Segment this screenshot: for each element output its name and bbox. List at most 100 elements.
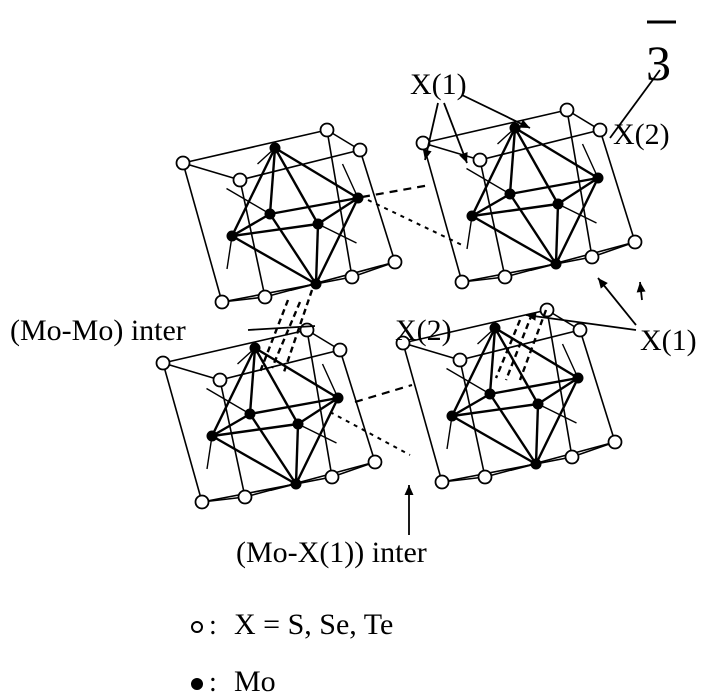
mo6-octahedron-edge	[508, 127, 517, 195]
mo-x-bond	[226, 187, 271, 215]
mo-atom	[332, 392, 344, 404]
x8-cube-edge	[331, 461, 376, 478]
mo-mo-inter-leader	[247, 325, 316, 331]
x-atom	[472, 152, 488, 168]
mo6-octahedron-edge	[494, 326, 579, 380]
x1-pointer-arrow	[461, 94, 531, 129]
mo6-octahedron-edge	[451, 392, 491, 418]
x1-pointer-arrow-head	[519, 119, 530, 128]
mo6-octahedron-edge	[554, 177, 600, 265]
x1-pointer-arrow	[443, 102, 468, 164]
mo6-octahedron-edge	[493, 327, 540, 405]
x8-cube-edge	[239, 149, 361, 181]
symmetry-label: 3	[646, 35, 671, 91]
mo-x-bond	[561, 343, 579, 379]
mo6-octahedron-edge	[513, 127, 560, 205]
mo6-octahedron-edge	[451, 402, 539, 418]
x8-cube-edge	[571, 441, 616, 458]
mo-atom	[530, 458, 542, 470]
x-atom	[352, 142, 368, 158]
mo-atom	[269, 142, 281, 154]
x1-right-pointer-arrow	[597, 277, 637, 326]
mo6-octahedron-edge	[317, 196, 359, 226]
mo6-octahedron-edge	[488, 327, 497, 395]
mo6-octahedron-edge	[489, 376, 579, 396]
x-atom	[367, 454, 383, 470]
mo6-octahedron-edge	[273, 147, 320, 225]
x8-cube-edge	[579, 329, 616, 443]
mo6-octahedron-edge	[534, 403, 540, 465]
x8-cube-edge	[162, 362, 221, 381]
mo-atom	[489, 322, 501, 334]
mo-atom	[290, 478, 302, 490]
mo-mo-inter-bond	[504, 313, 534, 381]
mo-mo-inter-bond	[518, 309, 548, 381]
mo-mo-inter-bond	[258, 299, 290, 373]
mo-x-bond	[226, 235, 233, 270]
x-atom	[564, 449, 580, 465]
legend-mo-text: Mo	[234, 665, 276, 697]
x8-cube-edge	[566, 109, 593, 258]
x8-cube-edge	[351, 261, 396, 278]
mo-x1-inter-bond	[354, 383, 413, 404]
mo-x-bond	[206, 435, 213, 470]
x8-cube-edge	[219, 379, 246, 498]
mo-x-bond	[297, 423, 337, 444]
x-atom	[344, 269, 360, 285]
x8-cube-edge	[359, 149, 396, 263]
x-atom	[584, 249, 600, 265]
x1-right-pointer-arrow-head	[598, 278, 608, 289]
x8-cube-edge	[422, 142, 481, 161]
x8-cube-edge	[441, 456, 573, 483]
x8-cube-edge	[326, 129, 353, 278]
x2-mid-label: X(2)	[395, 314, 452, 347]
x-atom	[194, 494, 210, 510]
x-atom	[452, 352, 468, 368]
x8-cube-edge	[484, 441, 616, 478]
mo-x-bond	[466, 167, 511, 195]
x8-cube-edge	[546, 309, 573, 458]
mo6-octahedron-edge	[269, 196, 359, 216]
mo-x-bond	[537, 403, 577, 424]
mo-atom	[484, 388, 496, 400]
mo-x-bond	[466, 215, 473, 250]
mo-atom	[310, 278, 322, 290]
mo6-octahedron-edge	[314, 223, 320, 285]
x8-cube-edge	[162, 362, 203, 503]
mo6-octahedron-edge	[294, 423, 300, 485]
x-atom	[232, 172, 248, 188]
mo6-octahedron-edge	[470, 127, 517, 217]
mo-x-bond	[581, 143, 599, 179]
x-atom	[319, 122, 335, 138]
mo-x1-inter-bond	[361, 183, 431, 199]
cluster-1	[415, 102, 643, 290]
x8-cube-edge	[402, 309, 548, 344]
mo-atom	[550, 258, 562, 270]
mo6-octahedron-edge	[297, 396, 339, 426]
mo6-octahedron-edge	[488, 393, 538, 465]
annotation-arrows	[247, 69, 661, 535]
x-atom	[539, 302, 555, 318]
mo6-octahedron-edge	[471, 192, 511, 218]
x8-cube-edge	[221, 276, 353, 303]
mo6-octahedron-edge	[211, 422, 299, 438]
mo6-octahedron-edge	[211, 412, 251, 438]
mo6-octahedron-edge	[230, 147, 277, 237]
mo-mo-inter-bond	[494, 319, 522, 379]
x8-cube-edge	[591, 241, 636, 258]
mo-atom	[509, 122, 521, 134]
x8-cube-edge	[479, 129, 601, 161]
legend-open-circle-icon	[191, 621, 203, 633]
x8-cube-edge	[402, 342, 443, 483]
mo-atom	[226, 230, 238, 242]
mo-x-bond	[317, 223, 357, 244]
cluster-0	[175, 122, 403, 310]
x-atom	[607, 434, 623, 450]
mo6-octahedron-edge	[508, 193, 558, 265]
mo6-octahedron-edge	[254, 346, 339, 400]
mo6-octahedron-edge	[248, 347, 257, 415]
mo-atom	[504, 188, 516, 200]
x8-cube-edge	[422, 109, 568, 144]
mo6-octahedron-edge	[210, 347, 257, 437]
